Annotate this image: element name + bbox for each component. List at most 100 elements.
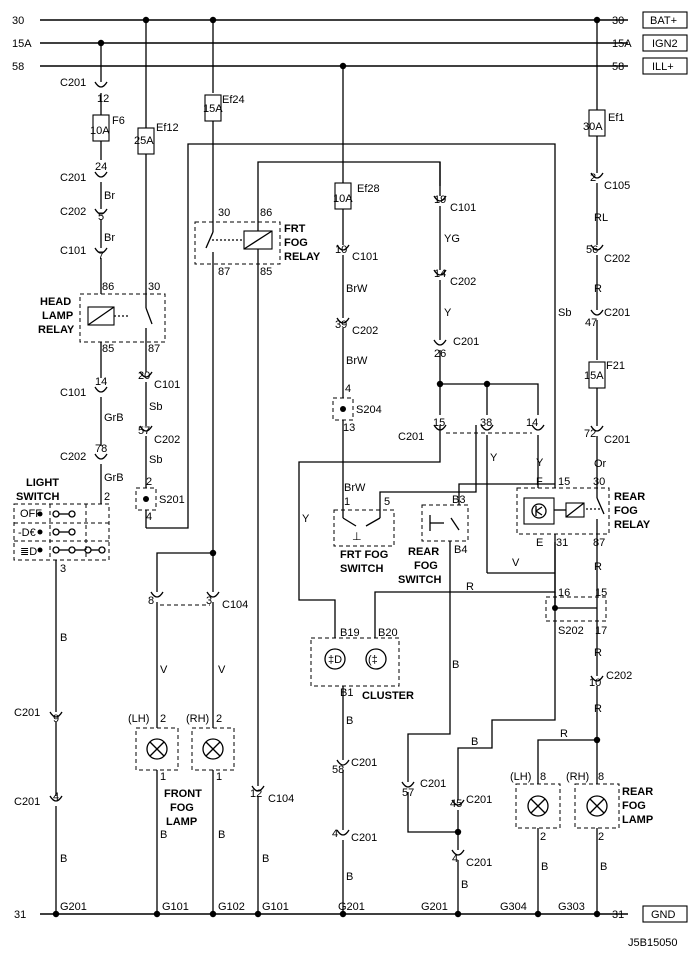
svg-text:C201: C201 <box>351 832 377 844</box>
frt-fog-relay-label: FRT <box>284 223 306 235</box>
c201-label: C201 <box>60 77 86 89</box>
svg-text:S204: S204 <box>356 404 382 416</box>
light-switch-off-label: OFF <box>20 508 42 520</box>
svg-text:87: 87 <box>148 343 160 355</box>
svg-text:C101: C101 <box>60 387 86 399</box>
svg-text:‡D: ‡D <box>328 654 342 666</box>
svg-text:F21: F21 <box>606 360 625 372</box>
svg-text:V: V <box>218 664 226 676</box>
svg-text:Y: Y <box>444 307 452 319</box>
svg-text:R: R <box>594 283 602 295</box>
svg-text:V: V <box>512 557 520 569</box>
svg-text:15: 15 <box>433 417 445 429</box>
svg-text:2: 2 <box>146 476 152 488</box>
svg-text:Ef28: Ef28 <box>357 183 380 195</box>
svg-text:10A: 10A <box>90 125 110 137</box>
svg-text:Or: Or <box>594 458 607 470</box>
rear-fog-lamp-rh-box <box>574 783 620 829</box>
svg-text:10: 10 <box>589 677 601 689</box>
svg-text:4: 4 <box>146 511 152 523</box>
svg-text:8: 8 <box>598 771 604 783</box>
bus-30-label-left: 30 <box>12 15 24 27</box>
svg-text:86: 86 <box>260 207 272 219</box>
svg-text:F: F <box>536 476 543 488</box>
svg-text:Y: Y <box>536 457 544 469</box>
svg-text:C201: C201 <box>466 857 492 869</box>
svg-text:12: 12 <box>97 93 109 105</box>
svg-text:12: 12 <box>250 788 262 800</box>
ground-g304: G304 <box>500 901 527 913</box>
rear-relay-module <box>523 497 555 525</box>
svg-text:56: 56 <box>586 244 598 256</box>
svg-text:78: 78 <box>95 443 107 455</box>
svg-text:30: 30 <box>218 207 230 219</box>
rear-fog-relay: F 15 30 E 31 87 REAR FOG RELAY <box>516 470 651 575</box>
svg-text:C201: C201 <box>420 778 446 790</box>
svg-text:C201: C201 <box>604 434 630 446</box>
rear-fog-switch-label: REAR <box>408 546 439 558</box>
svg-text:B: B <box>541 861 548 873</box>
svg-text:R: R <box>466 581 474 593</box>
rear-fog-lamp-lh-box <box>515 783 561 829</box>
svg-text:LAMP: LAMP <box>42 310 73 322</box>
svg-text:4: 4 <box>53 791 59 803</box>
svg-text:C201: C201 <box>604 307 630 319</box>
svg-text:RL: RL <box>594 212 608 224</box>
bus-30-label-right: 30 <box>612 15 624 27</box>
svg-text:87: 87 <box>218 266 230 278</box>
svg-text:15: 15 <box>558 476 570 488</box>
rear-fog-lamp-rh-bulb-icon <box>586 795 608 817</box>
head-lamp-relay-box <box>79 293 166 343</box>
ef12-circuit: Ef12 25A 20 C101 Sb 57 C202 Sb 2 4 S201 … <box>134 20 571 529</box>
bat-plus-tag: BAT+ <box>650 15 677 27</box>
svg-text:Y: Y <box>302 513 310 525</box>
svg-text:16: 16 <box>558 587 570 599</box>
ill-plus-tag: ILL+ <box>652 61 674 73</box>
rear-fog-lamp-lh-bulb-icon <box>527 795 549 817</box>
svg-text:SWITCH: SWITCH <box>16 491 59 503</box>
svg-text:1: 1 <box>344 496 350 508</box>
frt-fog-switch-box <box>333 509 395 547</box>
svg-text:R: R <box>594 703 602 715</box>
svg-text:FOG: FOG <box>170 802 194 814</box>
bus-15-label-right: 15A <box>612 38 632 50</box>
svg-text:5: 5 <box>384 496 390 508</box>
svg-text:2: 2 <box>590 172 596 184</box>
frt-fog-relay-box <box>194 221 281 265</box>
svg-text:14: 14 <box>526 417 538 429</box>
svg-text:C201: C201 <box>453 336 479 348</box>
rear-fog-indicator-icon <box>365 648 387 670</box>
svg-text:SWITCH: SWITCH <box>398 574 441 586</box>
svg-text:10: 10 <box>335 244 347 256</box>
svg-text:4: 4 <box>452 853 458 865</box>
ground-g101-a: G101 <box>162 901 189 913</box>
svg-text:2: 2 <box>160 713 166 725</box>
svg-text:Ef1: Ef1 <box>608 112 625 124</box>
svg-text:85: 85 <box>260 266 272 278</box>
svg-text:Sb: Sb <box>149 401 162 413</box>
svg-text:4: 4 <box>332 828 338 840</box>
svg-text:30: 30 <box>148 281 160 293</box>
svg-text:Y: Y <box>490 452 498 464</box>
svg-text:(RH): (RH) <box>186 713 209 725</box>
svg-text:C101: C101 <box>352 251 378 263</box>
svg-text:7: 7 <box>98 250 104 262</box>
svg-text:R: R <box>594 647 602 659</box>
cluster-box <box>310 637 400 687</box>
svg-text:2: 2 <box>216 713 222 725</box>
svg-text:(RH): (RH) <box>566 771 589 783</box>
svg-text:Ef24: Ef24 <box>222 94 245 106</box>
ground-g102: G102 <box>218 901 245 913</box>
svg-text:E: E <box>536 537 543 549</box>
front-fog-lamp-label: FRONT <box>164 788 202 800</box>
rear-fog-relay-label: REAR <box>614 491 645 503</box>
front-fog-lamp-rh-bulb-icon <box>202 738 224 760</box>
svg-text:8: 8 <box>540 771 546 783</box>
head-lamp-relay-label: HEAD <box>40 296 71 308</box>
svg-text:4: 4 <box>345 383 351 395</box>
svg-text:14: 14 <box>95 376 107 388</box>
svg-text:(LH): (LH) <box>510 771 531 783</box>
rear-fog-lamp-label: REAR <box>622 786 653 798</box>
rear-relay-transistor-icon <box>531 503 547 519</box>
svg-text:GrB: GrB <box>104 472 124 484</box>
